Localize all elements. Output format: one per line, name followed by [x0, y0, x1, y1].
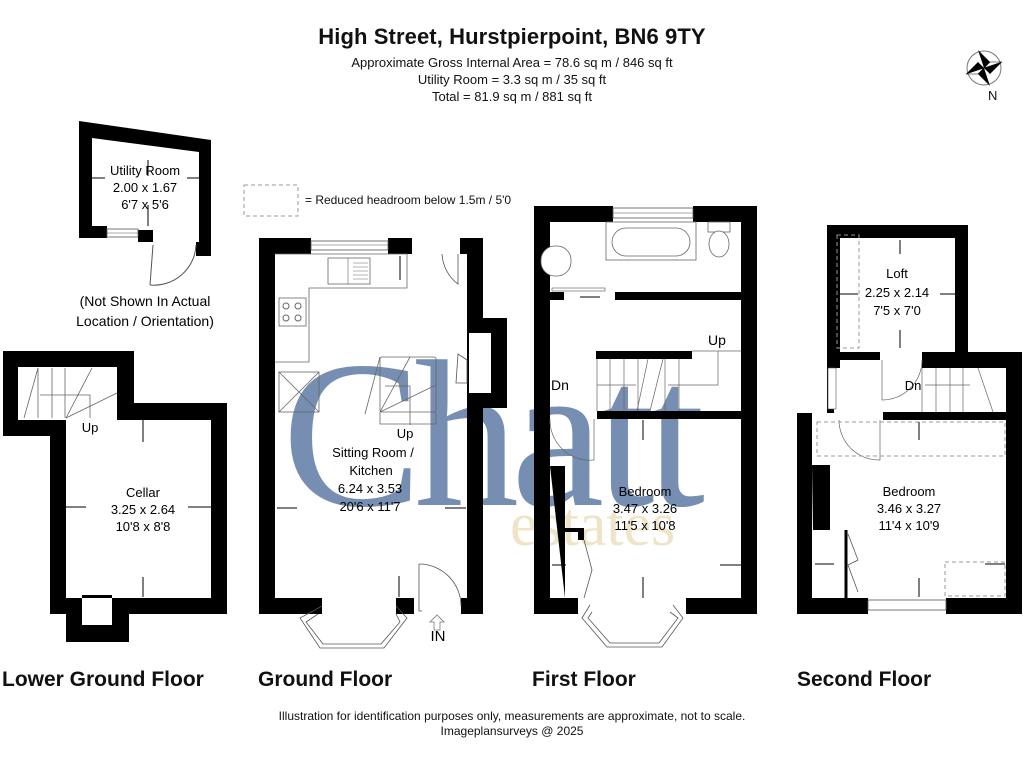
- first-stairs-down: Dn: [551, 377, 569, 393]
- sitting-room-metric: 6.24 x 3.53: [338, 481, 402, 496]
- ground-stairs-up: Up: [397, 426, 414, 441]
- credit: Imageplansurveys @ 2025: [440, 724, 584, 738]
- utility-room-metric: 2.00 x 1.67: [113, 180, 177, 195]
- entrance-label: IN: [431, 628, 446, 645]
- lower-ground-floor-plan: [3, 351, 227, 642]
- sitting-room-name-line2: Kitchen: [349, 463, 392, 478]
- entrance-arrow-icon: [429, 614, 445, 631]
- utility-note-line2: Location / Orientation): [76, 313, 214, 329]
- second-bedroom-imperial: 11'4 x 10'9: [878, 518, 939, 533]
- dashed-box-icon: [243, 184, 299, 217]
- ground-floor-plan: [259, 238, 507, 649]
- compass-north-label: N: [988, 88, 998, 103]
- first-stairs-up: Up: [708, 332, 726, 348]
- cellar-stairs-up: Up: [82, 420, 99, 435]
- floor-label-first: First Floor: [532, 668, 636, 691]
- utility-room-area: Utility Room = 3.3 sq m / 35 sq ft: [417, 72, 607, 87]
- gross-internal-area: Approximate Gross Internal Area = 78.6 s…: [351, 55, 673, 70]
- sitting-room-imperial: 20'6 x 11'7: [339, 499, 400, 514]
- second-floor-plan: [797, 225, 1022, 614]
- utility-room-plan: [79, 121, 211, 286]
- floor-label-ground: Ground Floor: [258, 668, 393, 691]
- second-stairs-down: Dn: [905, 378, 922, 393]
- first-bedroom-metric: 3.47 x 3.26: [613, 501, 677, 516]
- floor-label-lower-ground: Lower Ground Floor: [2, 668, 204, 691]
- loft-imperial: 7'5 x 7'0: [873, 303, 921, 318]
- first-bedroom-imperial: 11'5 x 10'8: [614, 518, 675, 533]
- utility-room-name: Utility Room: [110, 163, 180, 178]
- loft-name: Loft: [886, 266, 908, 281]
- floor-label-second: Second Floor: [797, 668, 932, 691]
- sitting-room-name-line1: Sitting Room /: [332, 445, 414, 460]
- utility-note-line1: (Not Shown In Actual: [80, 293, 211, 309]
- utility-room-imperial: 6'7 x 5'6: [121, 197, 169, 212]
- first-floor-plan: [534, 206, 757, 648]
- first-bedroom-name: Bedroom: [619, 484, 672, 499]
- second-bedroom-metric: 3.46 x 3.27: [877, 501, 941, 516]
- disclaimer: Illustration for identification purposes…: [278, 709, 746, 723]
- cellar-imperial: 10'8 x 8'8: [116, 519, 171, 534]
- second-bedroom-name: Bedroom: [883, 484, 936, 499]
- legend-text: = Reduced headroom below 1.5m / 5'0: [305, 193, 512, 207]
- cellar-name: Cellar: [126, 485, 161, 500]
- cellar-metric: 3.25 x 2.64: [111, 502, 175, 517]
- total-area: Total = 81.9 sq m / 881 sq ft: [431, 89, 593, 104]
- north-arrow-compass-icon: [965, 50, 1003, 86]
- property-address-title: High Street, Hurstpierpoint, BN6 9TY: [318, 24, 706, 49]
- loft-metric: 2.25 x 2.14: [865, 285, 929, 300]
